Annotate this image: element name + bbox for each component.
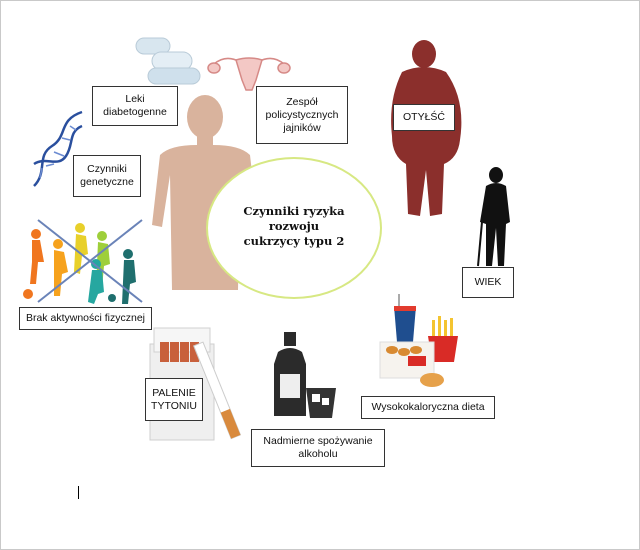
elderly-person-icon xyxy=(477,167,510,267)
label-zespol-pcos: Zespół policystycznych jajników xyxy=(256,86,348,144)
label-nadmierne-alkohol: Nadmierne spożywanie alkoholu xyxy=(251,429,385,467)
sports-people-icon xyxy=(23,219,143,304)
pills-icon xyxy=(135,37,201,85)
center-title: Czynniki ryzyka rozwoju cukrzycy typu 2 xyxy=(243,204,345,248)
text-cursor xyxy=(78,486,79,499)
label-wysokokaloryczna-dieta: Wysokokaloryczna dieta xyxy=(361,396,495,419)
fast-food-icon xyxy=(379,294,458,387)
label-brak-aktywnosci: Brak aktywności fizycznej xyxy=(19,307,152,330)
uterus-icon xyxy=(207,57,291,91)
label-leki-diabetogenne: Leki diabetogenne xyxy=(92,86,178,126)
dna-icon xyxy=(33,110,83,187)
label-czynniki-genetyczne: Czynniki genetyczne xyxy=(73,155,141,197)
center-circle xyxy=(206,157,382,299)
label-wiek: WIEK xyxy=(462,267,514,298)
alcohol-bottle-icon xyxy=(274,332,336,418)
label-otylosc: OTYŁŚĆ xyxy=(393,104,455,131)
label-palenie-tytoniu: PALENIE TYTONIU xyxy=(145,378,203,421)
